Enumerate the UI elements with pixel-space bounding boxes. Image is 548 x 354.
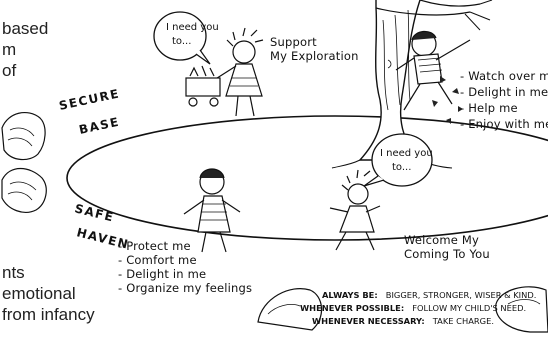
support-label: My Exploration <box>270 49 359 63</box>
footer-always: ALWAYS BE: BIGGER, STRONGER, WISER & KIN… <box>322 283 536 302</box>
bubble-right-line1: I need you <box>380 148 433 159</box>
protect-list-item: - Comfort me <box>118 253 197 267</box>
article-line: from infancy <box>2 305 95 324</box>
welcome-label: Coming To You <box>404 247 490 261</box>
article-text-bottom: nts emotional from infancy <box>2 262 95 325</box>
footer-statements: ALWAYS BE: BIGGER, STRONGER, WISER & KIN… <box>300 283 536 328</box>
welcome-label: Welcome My <box>404 233 479 247</box>
base-label: BASE <box>78 115 121 137</box>
article-text-top: based m of <box>2 18 48 81</box>
article-line: of <box>2 61 17 80</box>
footer-necessary: WHENEVER NECESSARY: TAKE CHARGE. <box>312 309 494 328</box>
footer-possible: WHENEVER POSSIBLE: FOLLOW MY CHILD'S NEE… <box>300 296 526 315</box>
speech-bubble-right: I need you to... <box>363 133 433 187</box>
leaves-illustration <box>432 76 463 124</box>
safe-label: SAFE <box>73 201 116 224</box>
article-line: emotional <box>2 284 76 303</box>
girl-with-wagon-illustration <box>185 27 264 117</box>
watch-list-item: - Delight in me <box>460 85 548 99</box>
watch-list-item: - Help me <box>460 101 518 115</box>
speech-bubble-top: I need you to... <box>153 11 219 65</box>
crying-child-illustration <box>183 168 241 253</box>
article-line: m <box>2 40 17 59</box>
article-line: based <box>2 19 49 38</box>
article-line: nts <box>2 263 25 282</box>
bubble-top-line1: I need you <box>166 22 219 33</box>
protect-list-item: - Organize my feelings <box>118 281 252 295</box>
running-girl-illustration <box>329 169 381 251</box>
hand-bottom-right-illustration <box>495 286 548 333</box>
protect-list-item: - Delight in me <box>118 267 206 281</box>
secure-label: SECURE <box>58 86 121 113</box>
watch-list-item: - Watch over me <box>460 69 548 83</box>
support-label: Support <box>270 35 317 49</box>
hand-bottom-center-illustration <box>257 288 323 331</box>
hand-bottom-left-illustration <box>1 167 47 213</box>
bubble-top-line2: to... <box>172 36 191 47</box>
protect-list-item: - Protect me <box>118 239 191 253</box>
watch-list-item: - Enjoy with me <box>460 117 548 131</box>
hand-top-left-illustration <box>1 111 46 161</box>
bubble-right-line2: to... <box>392 162 411 173</box>
circle-path <box>66 115 548 241</box>
